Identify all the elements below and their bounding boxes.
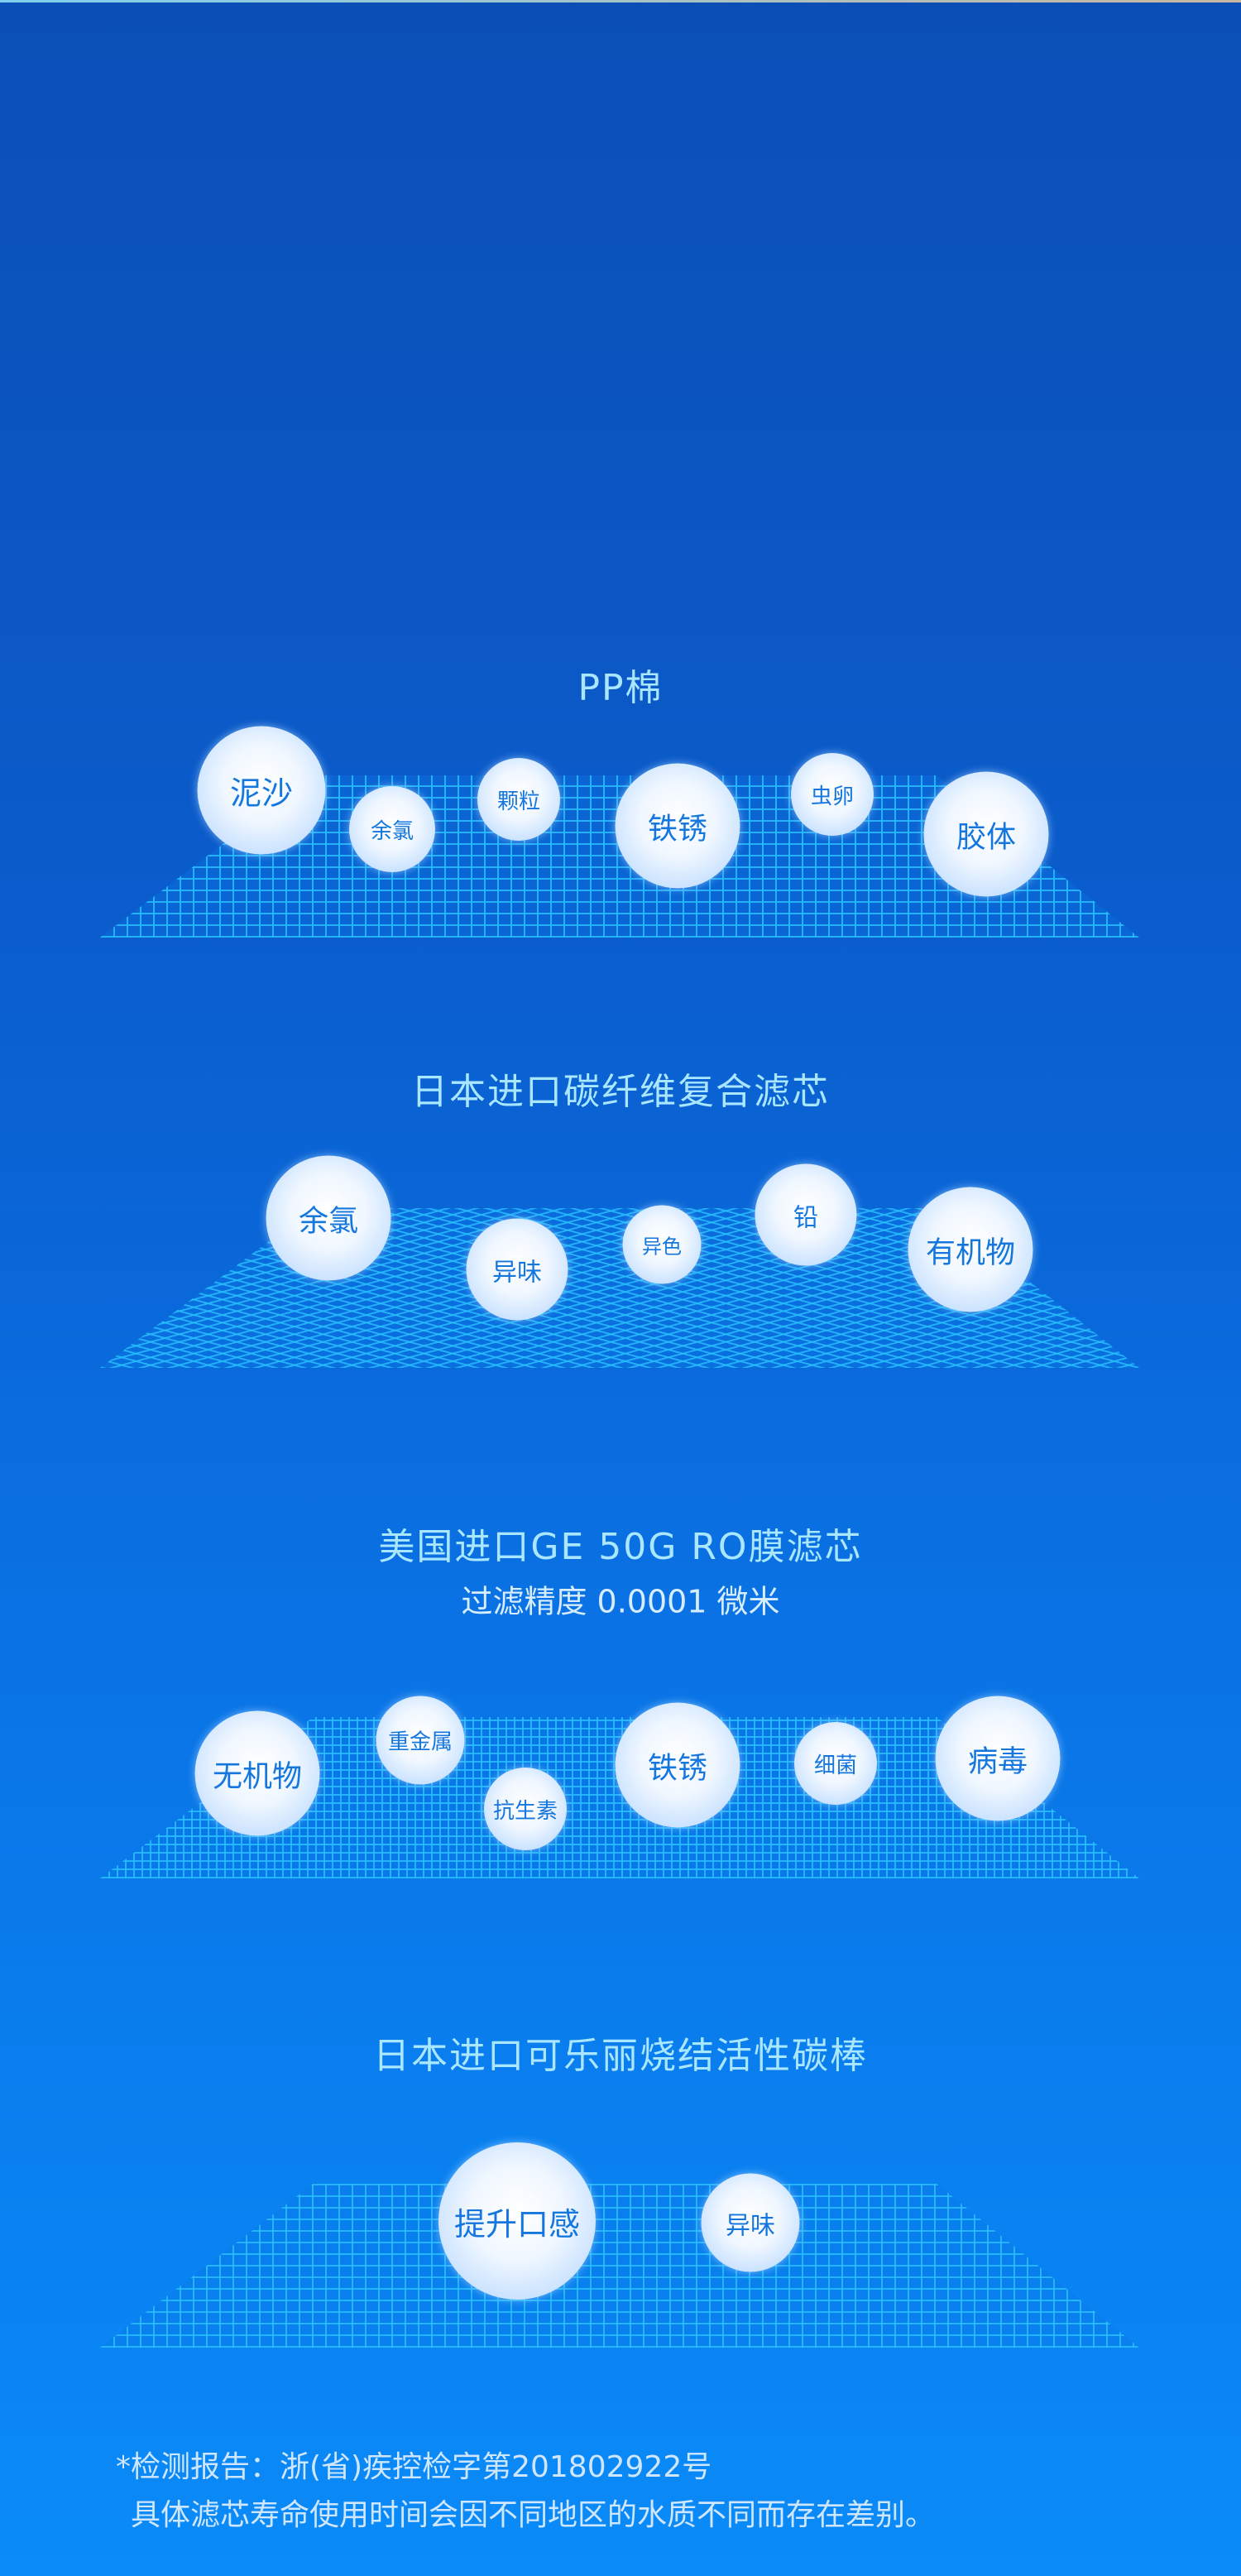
bubble: 异色 [622,1205,702,1284]
bubble: 颗粒 [477,758,560,841]
bubble: 余氯 [266,1155,391,1281]
footer-disclaimer: 具体滤芯寿命使用时间会因不同地区的水质不同而存在差别。 [131,2498,936,2532]
bubble: 异味 [466,1218,568,1321]
bubble: 铁锈 [615,763,740,889]
bubble: 铁锈 [615,1702,740,1828]
filter-mesh-carbon-block [100,2184,1139,2348]
bubble: 抗生素 [484,1768,567,1850]
bubble: 泥沙 [197,726,326,855]
section-title-carbon-fiber: 日本进口碳纤维复合滤芯 [411,1071,830,1113]
bubble: 无机物 [194,1710,320,1836]
section-title-carbon-block: 日本进口可乐丽烧结活性碳棒 [373,2035,868,2077]
bubble: 提升口感 [438,2142,596,2300]
bubble: 铅 [755,1163,857,1266]
section-title-ro-membrane: 美国进口GE 50G RO膜滤芯 [378,1526,863,1568]
footer-report-note: *检测报告：浙(省)疾控检字第201802922号 [116,2450,712,2484]
bubble: 重金属 [376,1696,465,1785]
bubble: 余氯 [349,786,435,872]
bubble: 异味 [701,2173,800,2272]
bubble: 胶体 [923,771,1049,897]
bubble: 病毒 [935,1696,1061,1821]
bubble: 虫卵 [791,753,874,836]
bubble: 有机物 [908,1187,1033,1312]
bubble: 细菌 [794,1722,877,1805]
top-accent-line [0,0,1241,2]
section-title-pp: PP棉 [577,667,664,709]
section-subtitle-precision: 过滤精度 0.0001 微米 [461,1583,780,1620]
